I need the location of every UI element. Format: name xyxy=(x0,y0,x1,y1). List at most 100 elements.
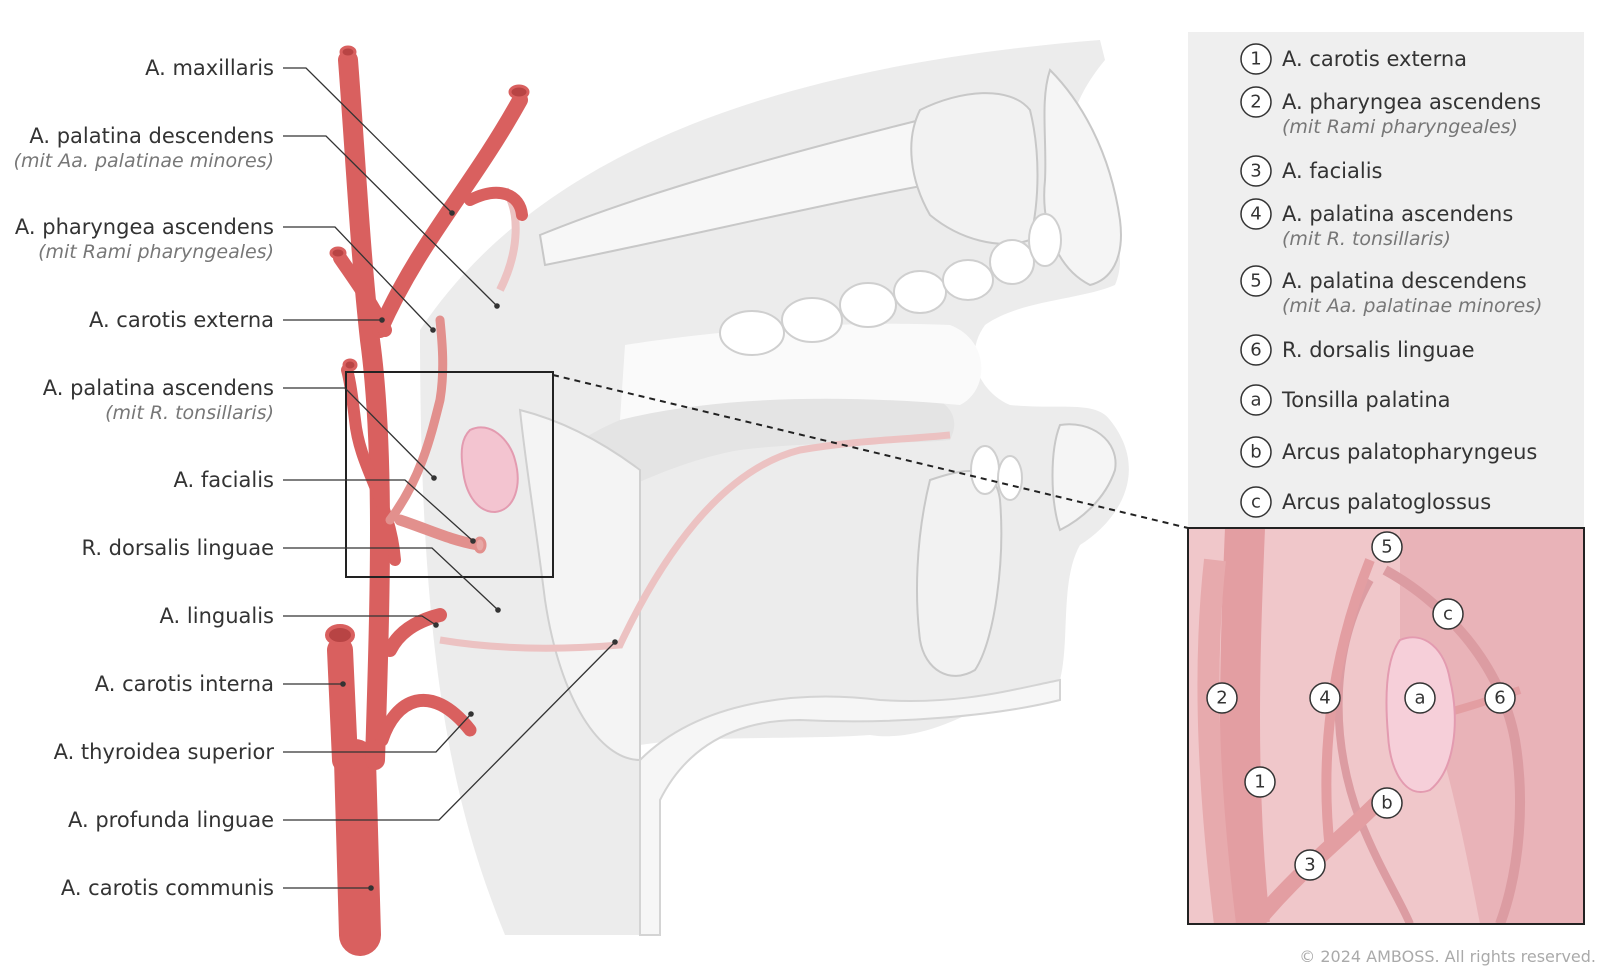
arterial-tree xyxy=(325,45,530,956)
carotis-communis-vessel xyxy=(334,739,381,956)
label-profunda-linguae: A. profunda linguae xyxy=(68,639,618,832)
legend-marker-circle xyxy=(1240,486,1272,518)
legend-marker: 6 xyxy=(1250,340,1261,361)
leader-line xyxy=(283,641,616,821)
inset-marker: 3 xyxy=(1294,849,1326,881)
leader-line xyxy=(283,713,472,753)
leader-line xyxy=(283,135,498,307)
leader-dot xyxy=(430,327,436,333)
inset-marker-circle xyxy=(1484,682,1516,714)
inset-marker-text: 1 xyxy=(1254,772,1265,793)
inset-marker: 2 xyxy=(1206,682,1238,714)
maxillaris-vessel xyxy=(372,92,528,338)
inset-marker-circle xyxy=(1244,766,1276,798)
leader-dot xyxy=(449,210,455,216)
inset-frame xyxy=(1187,527,1585,925)
zoom-connector xyxy=(552,374,1189,529)
label-text: A. carotis interna xyxy=(95,672,274,696)
palatina-descendens-stump xyxy=(508,84,530,100)
inset-marker-circle xyxy=(1371,787,1403,819)
label-subtext: (mit R. tonsillaris) xyxy=(105,402,274,424)
legend-marker-circle xyxy=(1240,265,1272,297)
label-facialis: A. facialis xyxy=(174,468,476,544)
legend-item: c Arcus palatoglossus xyxy=(1240,486,1491,518)
leader-dot xyxy=(494,303,500,309)
leader-dot xyxy=(495,607,501,613)
leader-line xyxy=(283,479,474,542)
leader-dot xyxy=(379,317,385,323)
label-text: A. pharyngea ascendens xyxy=(15,215,274,239)
legend-marker-circle xyxy=(1240,155,1272,187)
neck-front xyxy=(639,678,1061,936)
legend-marker-circle xyxy=(1240,334,1272,366)
inset-marker-text: 2 xyxy=(1216,688,1227,709)
legend-marker: b xyxy=(1250,442,1261,463)
legend-label: Arcus palatoglossus xyxy=(1282,490,1491,514)
lower-lip xyxy=(1051,423,1117,532)
label-dorsalis-linguae: R. dorsalis linguae xyxy=(81,536,501,613)
leader-dot xyxy=(433,622,439,628)
nasal-bone xyxy=(1043,68,1122,287)
label-carotis-communis: A. carotis communis xyxy=(61,876,374,900)
legend-marker: c xyxy=(1251,492,1261,513)
legend-label: A. pharyngea ascendens xyxy=(1282,90,1541,114)
legend-label: A. palatina descendens xyxy=(1282,269,1527,293)
legend-label: A. palatina ascendens xyxy=(1282,202,1513,226)
label-text: A. carotis communis xyxy=(61,876,274,900)
inset-tonsil xyxy=(1385,636,1456,793)
inset-marker: a xyxy=(1404,682,1436,714)
tonsilla-palatina-small xyxy=(460,426,519,514)
inset-marker-circle xyxy=(1309,682,1341,714)
lingualis-vessel xyxy=(383,608,447,657)
label-text: A. facialis xyxy=(174,468,274,492)
faded-lingual-artery xyxy=(439,431,951,652)
label-text: A. palatina descendens xyxy=(29,124,274,148)
leader-line xyxy=(283,67,453,214)
inset-marker-text: a xyxy=(1414,688,1425,709)
leader-dot xyxy=(468,711,474,717)
label-carotis-externa: A. carotis externa xyxy=(89,308,385,332)
inset-marker-circle xyxy=(1206,682,1238,714)
dorsalis-linguae-vessel xyxy=(394,514,484,551)
label-text: A. palatina ascendens xyxy=(43,376,274,400)
label-subtext: (mit Rami pharyngeales) xyxy=(38,241,274,263)
inset-marker: 6 xyxy=(1484,682,1516,714)
head-sagittal-section xyxy=(420,40,1129,936)
legend-marker: 5 xyxy=(1250,271,1261,292)
oral-cavity xyxy=(620,323,982,420)
leader-line xyxy=(283,387,435,479)
pharynx-airway xyxy=(518,408,641,762)
lower-teeth xyxy=(970,445,1023,501)
label-text: A. maxillaris xyxy=(145,56,274,80)
inset-pharyngea xyxy=(1197,558,1236,924)
tooth xyxy=(1028,213,1062,267)
inset-marker-circle xyxy=(1294,849,1326,881)
tongue xyxy=(555,382,955,520)
legend-sublabel: (mit Rami pharyngeales) xyxy=(1282,116,1518,138)
inset-marker: 5 xyxy=(1371,531,1403,563)
legend-sublabel: (mit R. tonsillaris) xyxy=(1282,228,1451,250)
zoom-region-box xyxy=(345,371,554,578)
inset-marker-text: c xyxy=(1443,604,1453,625)
inset-marker-circle xyxy=(1432,598,1464,630)
label-pharyngea-ascendens: A. pharyngea ascendens(mit Rami pharynge… xyxy=(15,215,436,333)
copyright: © 2024 AMBOSS. All rights reserved. xyxy=(1299,947,1596,966)
carotis-externa-vessel xyxy=(338,50,390,770)
upper-teeth xyxy=(719,213,1062,356)
label-subtext: (mit Aa. palatinae minores) xyxy=(14,150,274,172)
inset-arcus-palatoglossus xyxy=(1382,565,1525,924)
label-palatina-ascendens: A. palatina ascendens(mit R. tonsillaris… xyxy=(43,376,437,481)
leader-dot xyxy=(368,885,374,891)
label-text: A. lingualis xyxy=(160,604,274,628)
leader-dot xyxy=(431,475,437,481)
inset-marker-text: 3 xyxy=(1304,855,1315,876)
legend-marker-circle xyxy=(1240,384,1272,416)
